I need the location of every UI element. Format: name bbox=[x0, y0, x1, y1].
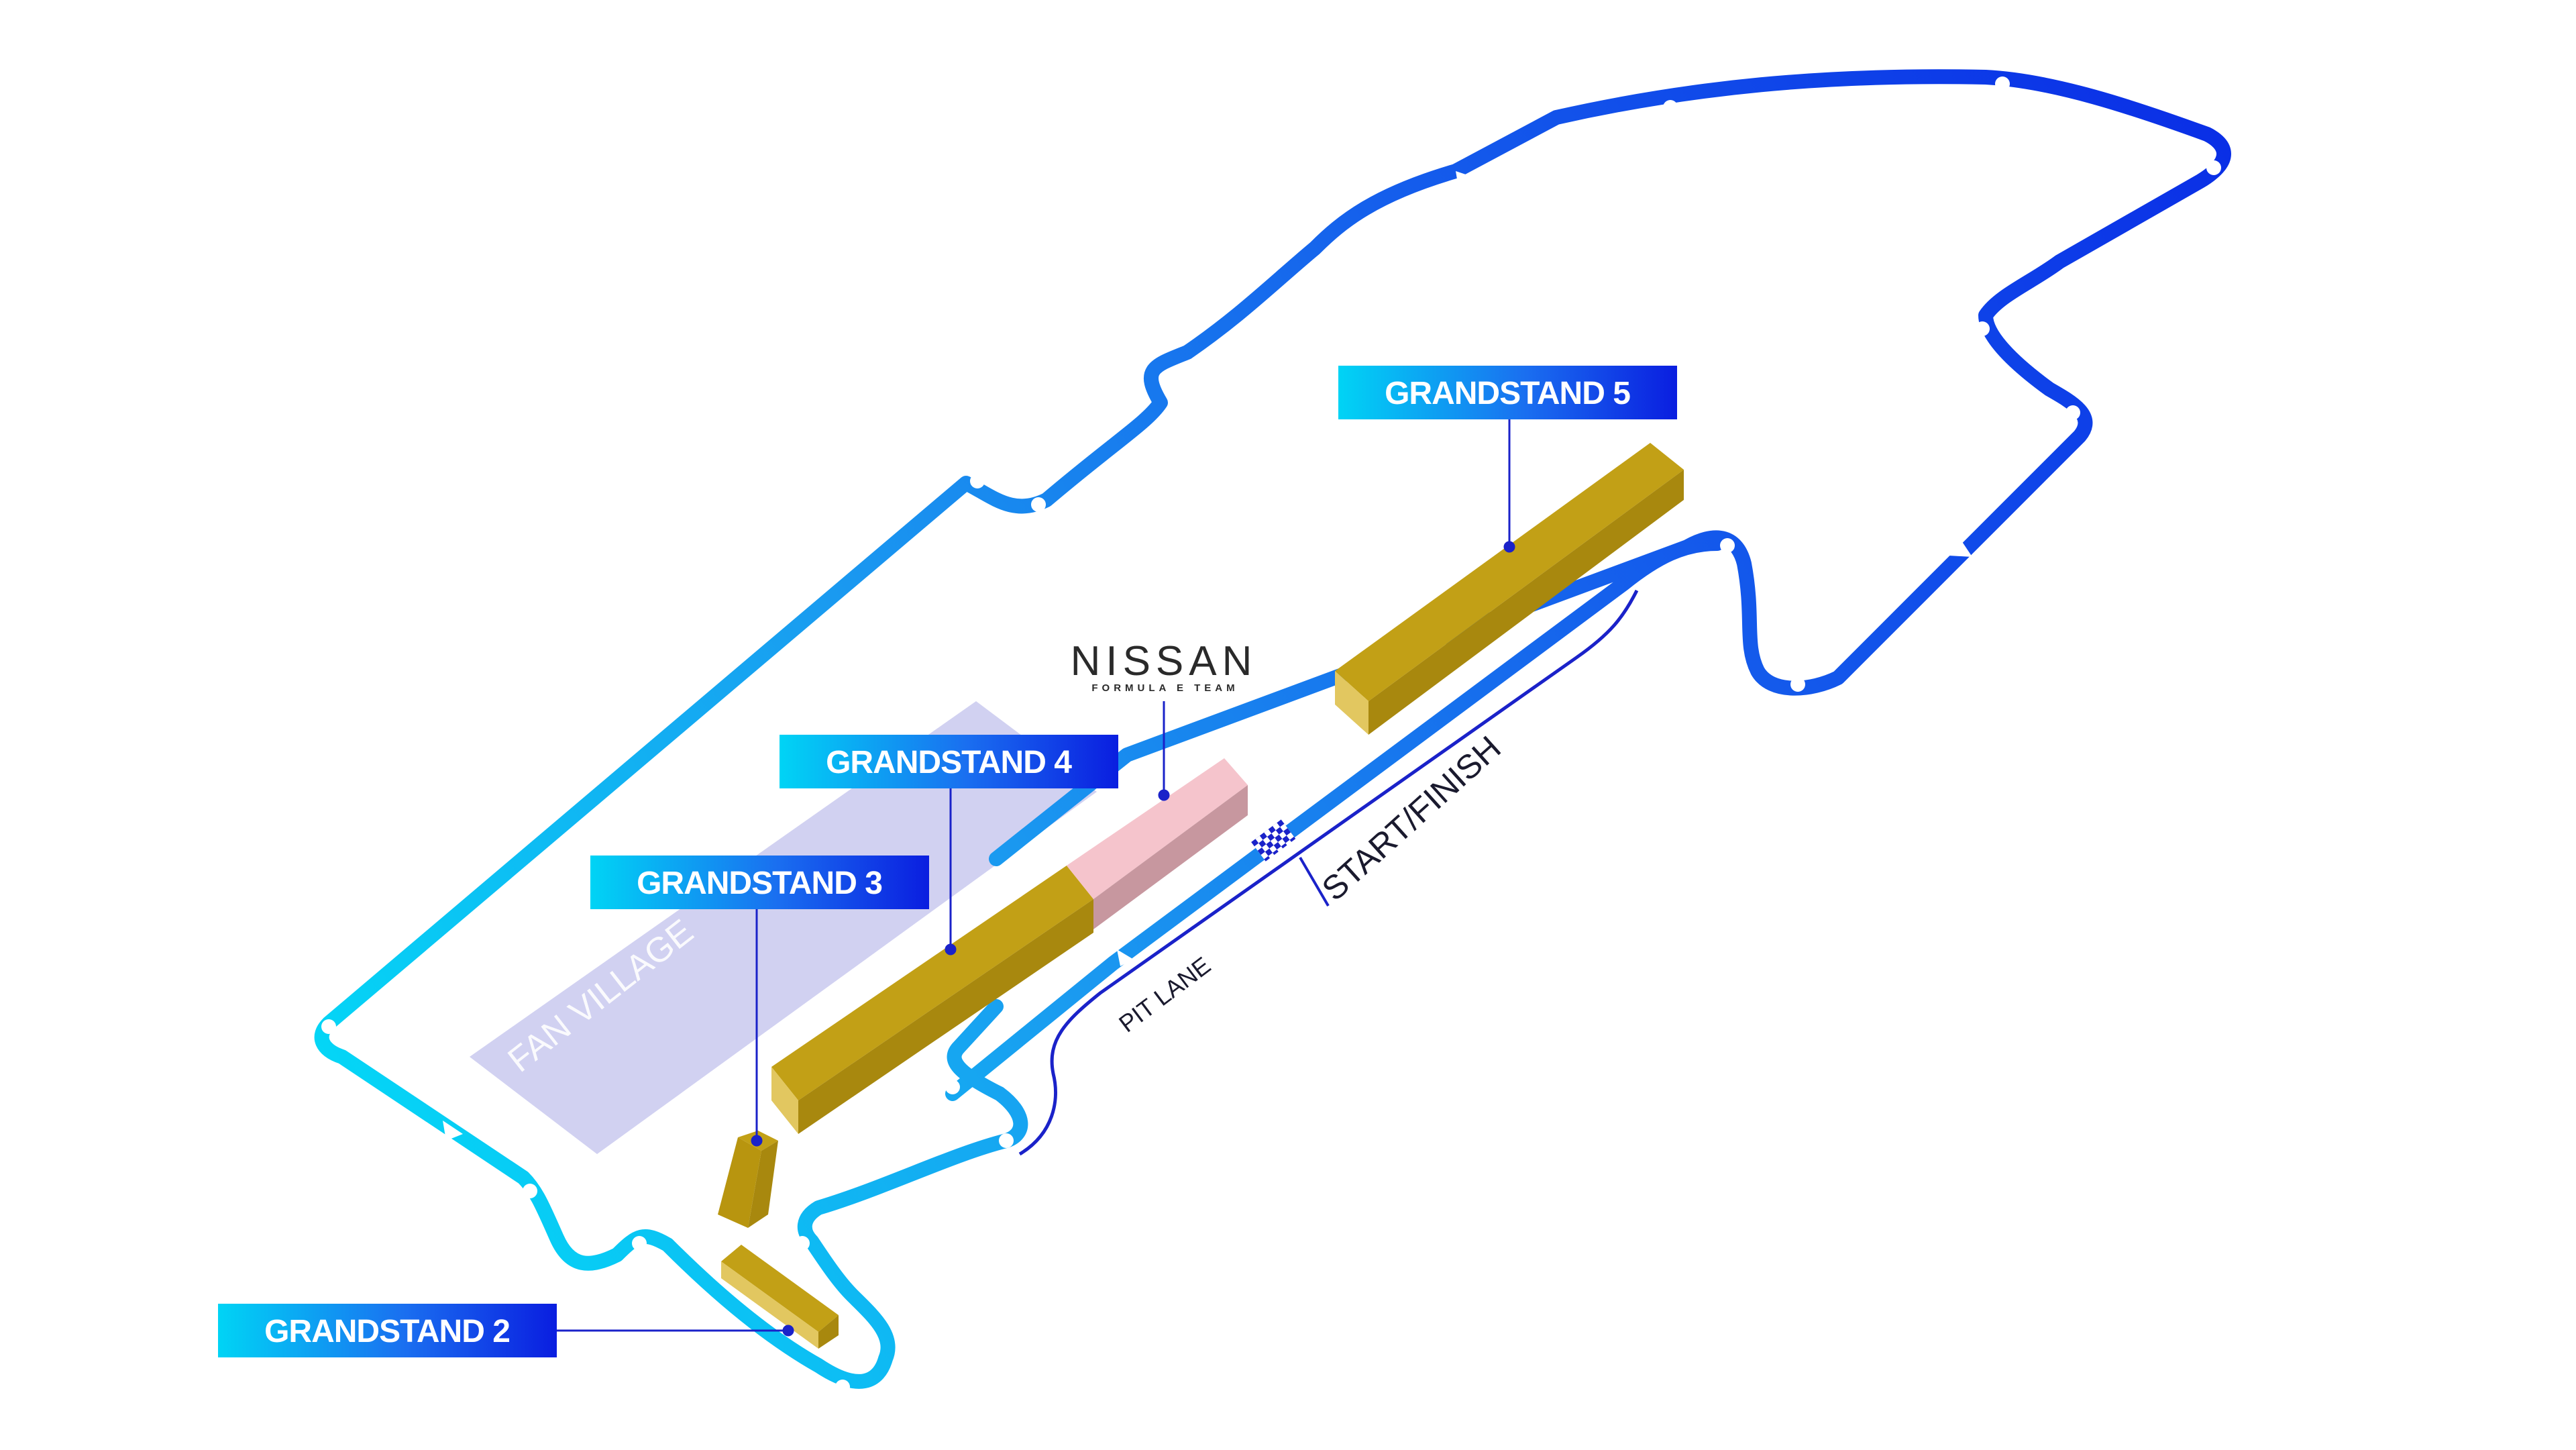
grandstand-5-block bbox=[1335, 443, 1684, 735]
grandstand-4-label: GRANDSTAND 4 bbox=[780, 735, 1118, 788]
turn-marker bbox=[945, 1080, 960, 1094]
grandstand-2-label-text: GRANDSTAND 2 bbox=[264, 1314, 510, 1349]
leader-lines bbox=[553, 419, 1515, 1337]
grandstand-4-block bbox=[771, 866, 1093, 1134]
start-finish-line bbox=[1299, 856, 1330, 907]
grandstand-4-label-text: GRANDSTAND 4 bbox=[826, 745, 1072, 780]
nissan-team-name: NISSAN bbox=[1071, 638, 1258, 684]
team-hospitality-block bbox=[1067, 758, 1248, 929]
grandstand-3-label-text: GRANDSTAND 3 bbox=[637, 866, 882, 901]
turn-marker bbox=[902, 1333, 916, 1347]
turn-marker bbox=[1031, 497, 1046, 512]
turn-marker bbox=[523, 1184, 537, 1198]
turn-marker bbox=[999, 1133, 1014, 1148]
pit-lane-label: PIT LANE bbox=[1114, 951, 1216, 1038]
fan-village-area bbox=[470, 701, 1097, 1154]
turn-marker bbox=[2065, 405, 2080, 420]
direction-arrow-icon bbox=[443, 1121, 463, 1141]
turn-marker bbox=[1720, 538, 1735, 553]
start-finish-label: START/FINISH bbox=[1315, 729, 1508, 908]
checkered-flag-icon bbox=[1251, 819, 1296, 862]
turn-marker bbox=[2206, 160, 2221, 175]
turn-marker bbox=[632, 1236, 647, 1251]
turn-marker bbox=[321, 1019, 336, 1034]
grandstand-3-block bbox=[718, 1131, 778, 1228]
grandstand-5-label-text: GRANDSTAND 5 bbox=[1385, 376, 1630, 411]
turn-marker bbox=[1995, 76, 2010, 91]
direction-arrow-icon bbox=[1117, 949, 1134, 966]
grandstand-5-label: GRANDSTAND 5 bbox=[1338, 366, 1677, 419]
race-track bbox=[314, 69, 2231, 1389]
turn-marker bbox=[1663, 100, 1678, 115]
turn-marker bbox=[970, 474, 985, 488]
grandstand-2-block bbox=[721, 1245, 839, 1349]
turn-marker bbox=[1790, 677, 1805, 692]
direction-arrow-icon bbox=[1456, 171, 1476, 191]
turn-marker bbox=[1170, 403, 1185, 418]
grandstand-2-label: GRANDSTAND 2 bbox=[218, 1304, 557, 1357]
nissan-team-subtitle: FORMULA E TEAM bbox=[1091, 682, 1238, 694]
main-straight bbox=[945, 536, 1725, 1101]
turn-markers bbox=[321, 76, 2221, 1394]
grandstand-3-label: GRANDSTAND 3 bbox=[590, 856, 929, 909]
turn-marker bbox=[835, 1380, 850, 1394]
turn-marker bbox=[1975, 321, 1990, 336]
direction-arrow-icon bbox=[443, 171, 1972, 1141]
pit-lane-path bbox=[1018, 589, 1639, 1156]
turn-marker bbox=[795, 1236, 810, 1251]
nissan-team-logo: NISSAN FORMULA E TEAM bbox=[1071, 638, 1258, 694]
direction-arrow-icon bbox=[1949, 537, 1972, 557]
